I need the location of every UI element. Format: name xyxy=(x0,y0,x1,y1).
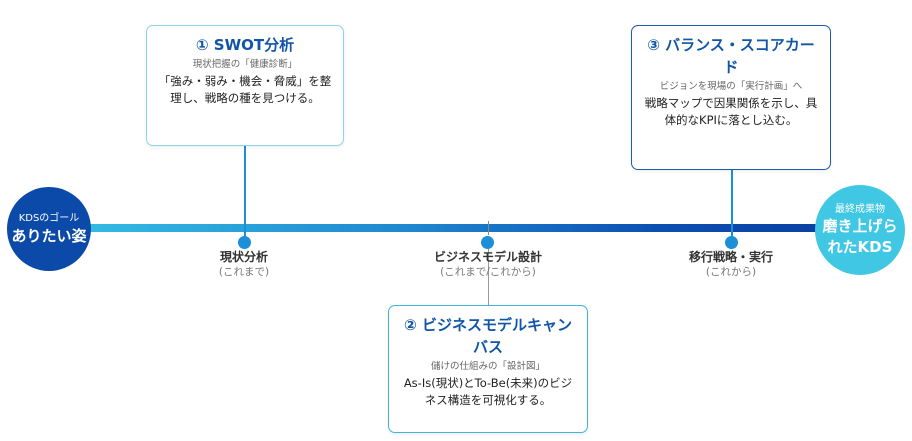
connector-bmc xyxy=(488,240,489,305)
card-balanced-scorecard: ③ バランス・スコアカード ビジョンを現場の「実行計画」へ 戦略マップで因果関係… xyxy=(631,25,831,170)
milestone-name: 現状分析 xyxy=(219,250,268,264)
milestone-dot-3 xyxy=(725,236,738,249)
milestone-period: (これから) xyxy=(705,266,757,278)
card-body: As-Is(現状)とTo-Be(未来)のビジネス構造を可視化する。 xyxy=(403,376,573,407)
milestone-label-3: 移行戦略・実行 (これから) xyxy=(651,249,811,279)
connector-swot xyxy=(244,146,246,238)
milestone-label-1: 現状分析 (これまで) xyxy=(164,249,324,279)
start-goal-circle: KDSのゴール ありたい姿 xyxy=(7,187,91,271)
card-body: 戦略マップで因果関係を示し、具体的なKPIに落とし込む。 xyxy=(644,96,818,127)
start-goal-label: KDSのゴール xyxy=(18,213,80,224)
connector-bsc xyxy=(731,170,733,238)
milestone-label-2: ビジネスモデル設計 (これまで/これから) xyxy=(398,249,578,279)
timeline-midpoint-tick xyxy=(488,221,489,235)
milestone-name: 移行戦略・実行 xyxy=(688,250,773,264)
start-goal-title: ありたい姿 xyxy=(11,227,87,245)
milestone-period: (これまで/これから) xyxy=(440,266,536,278)
card-title: ② ビジネスモデルキャンバス xyxy=(404,316,572,356)
card-body: 「強み・弱み・機会・脅威」を整理し、戦略の種を見つける。 xyxy=(158,74,332,105)
milestone-dot-1 xyxy=(238,236,251,249)
milestone-name: ビジネスモデル設計 xyxy=(433,250,542,264)
card-title: ① SWOT分析 xyxy=(195,36,295,54)
card-title: ③ バランス・スコアカード xyxy=(647,36,815,76)
card-subtitle: ビジョンを現場の「実行計画」へ xyxy=(659,81,803,92)
card-swot: ① SWOT分析 現状把握の「健康診断」 「強み・弱み・機会・脅威」を整理し、戦… xyxy=(146,25,344,146)
card-subtitle: 現状把握の「健康診断」 xyxy=(192,59,298,70)
card-business-model-canvas: ② ビジネスモデルキャンバス 儲けの仕組みの「設計図」 As-Is(現状)とTo… xyxy=(388,305,588,433)
milestone-period: (これまで) xyxy=(218,266,270,278)
end-goal-title: 磨き上げられたKDS xyxy=(822,216,898,256)
end-goal-circle: 最終成果物 磨き上げられたKDS xyxy=(815,185,905,275)
card-subtitle: 儲けの仕組みの「設計図」 xyxy=(430,361,545,372)
end-goal-label: 最終成果物 xyxy=(835,203,885,215)
milestone-dot-2 xyxy=(481,236,494,249)
timeline-bar xyxy=(40,224,870,232)
